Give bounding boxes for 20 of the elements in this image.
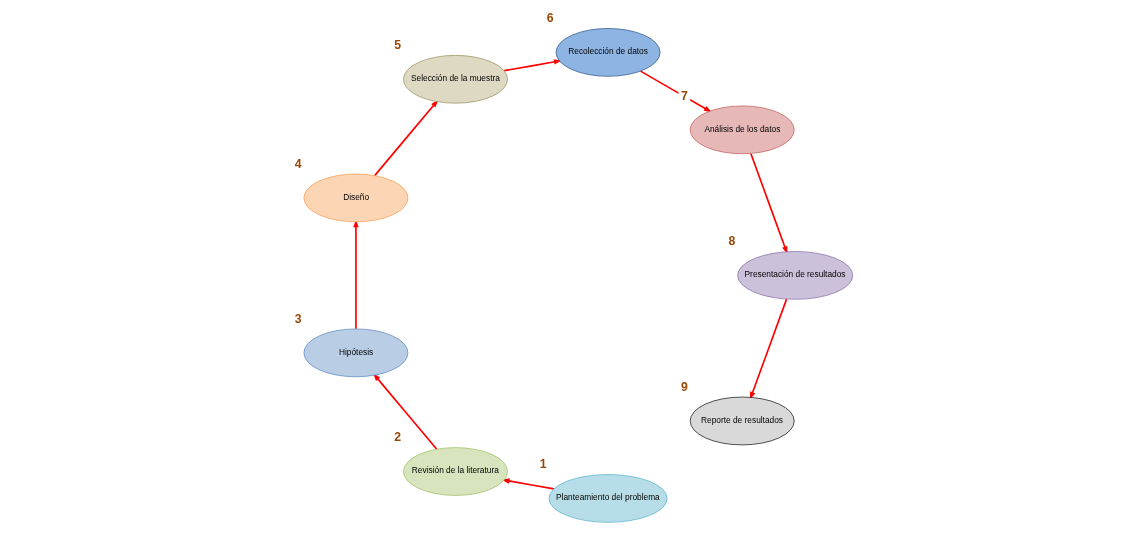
arrow <box>373 99 439 177</box>
node-label: 7 <box>681 88 688 103</box>
arrow <box>639 70 712 113</box>
arrow <box>750 298 788 400</box>
node-ellipse: Presentación de resultados <box>737 251 854 300</box>
node-label: 6 <box>546 11 554 26</box>
node-label: 2 <box>394 430 402 445</box>
node-ellipse: Reporte de resultados <box>689 396 795 446</box>
node-label: 5 <box>394 38 402 53</box>
node-ellipse: Planteamiento del problema <box>548 474 668 523</box>
arrow <box>503 59 562 72</box>
node-label: 1 <box>539 457 547 472</box>
node-label: 9 <box>681 379 688 394</box>
node-label: 8 <box>728 234 736 249</box>
node-ellipse: Hipótesis <box>303 328 409 378</box>
node-label: 3 <box>294 311 302 326</box>
node-ellipse: Diseño <box>303 173 409 223</box>
node-label: 4 <box>294 156 302 171</box>
node-ellipse: Selección de la muestra <box>403 55 508 104</box>
arrow <box>353 219 359 330</box>
